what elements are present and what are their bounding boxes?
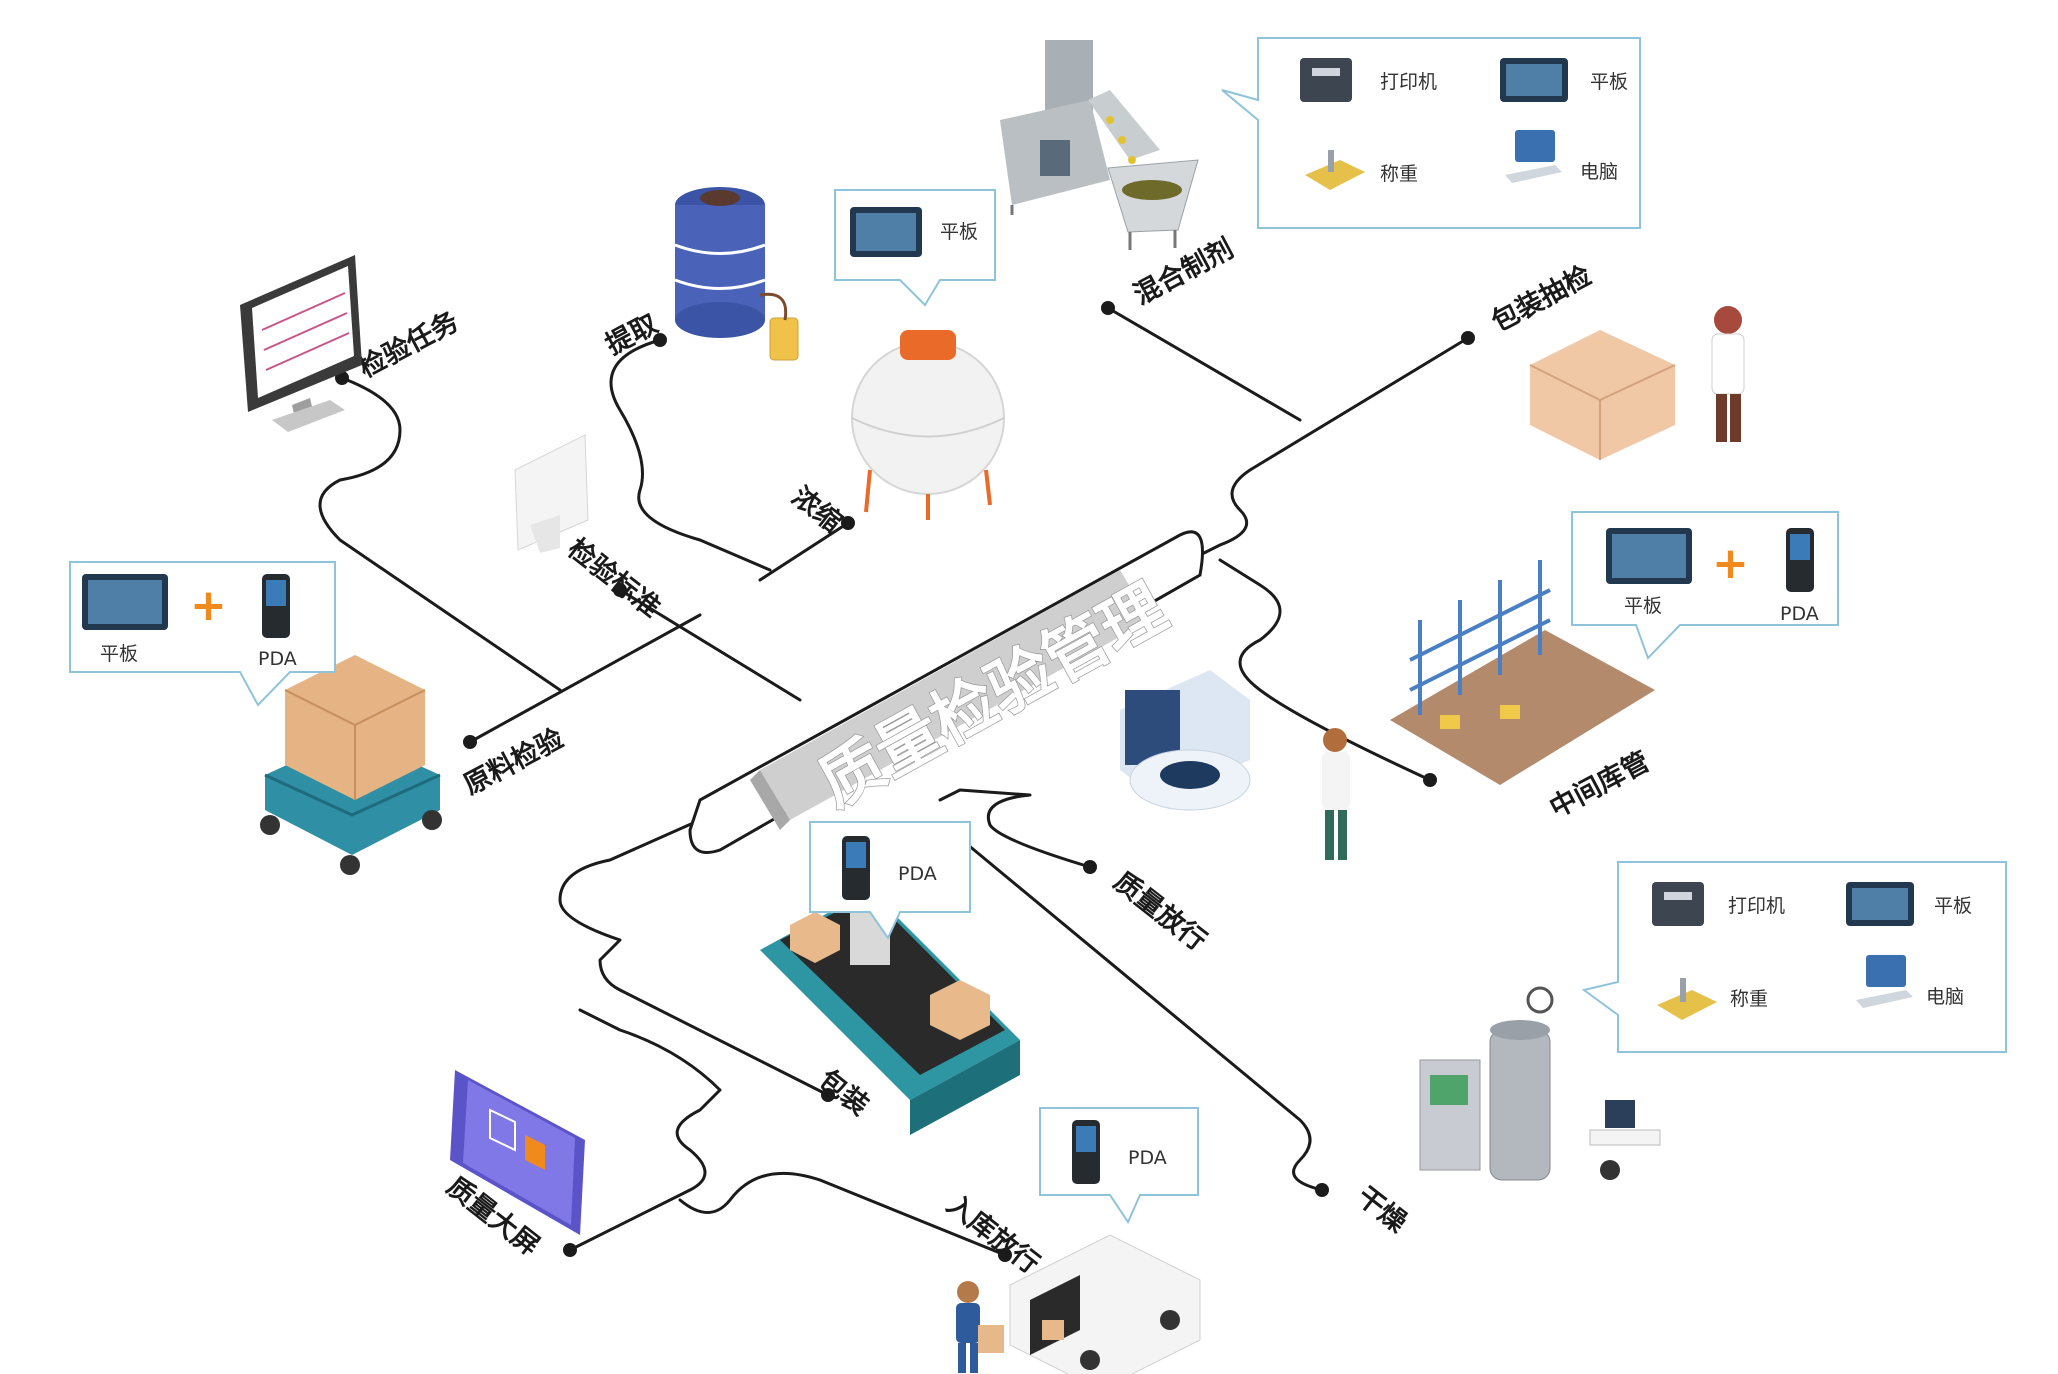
device-bubble-concentration: 平板 <box>834 189 996 307</box>
label-extraction: 提取 <box>601 308 663 361</box>
intermediate-warehouse-illustration <box>1390 560 1655 785</box>
concentration-sphere-illustration <box>851 330 1005 520</box>
center-title: 质量检验管理 <box>807 571 1179 822</box>
device-bubble-intermediate-warehouse: 平板 + PDA <box>1571 511 1839 660</box>
centrifuge-illustration <box>1120 670 1350 860</box>
label-packaging: 包装 <box>813 1063 875 1121</box>
scale-icon <box>1657 990 1717 1020</box>
device-label-tablet: 平板 <box>1624 595 1662 617</box>
device-bubble-mixing: 打印机 平板 称重 电脑 <box>1221 37 1641 229</box>
plus-icon: + <box>190 580 227 631</box>
quality-screen-illustration <box>450 1070 585 1235</box>
label-inspection-standard: 检验标准 <box>562 532 667 624</box>
extraction-tank-illustration <box>674 187 799 361</box>
device-bubble-drying: 打印机 平板 称重 电脑 <box>1581 861 2007 1053</box>
printer-icon <box>1300 58 1352 102</box>
label-drying: 干燥 <box>1351 1181 1413 1239</box>
device-label-tablet: 平板 <box>100 643 138 665</box>
label-intermediate-warehouse: 中间库管 <box>1545 746 1655 824</box>
printer-icon <box>1652 882 1704 926</box>
inspection-standard-monitor-illustration <box>514 434 589 553</box>
dryer-illustration <box>1419 986 1661 1181</box>
device-label-computer: 电脑 <box>1580 161 1618 183</box>
inspection-task-monitor-illustration <box>240 255 362 432</box>
device-label-pda: PDA <box>1780 603 1819 625</box>
scale-icon <box>1305 160 1365 190</box>
label-package-sampling: 包装抽检 <box>1486 259 1596 338</box>
device-bubble-warehouse-release: PDA <box>1039 1107 1199 1225</box>
raw-material-cart-illustration <box>260 655 442 875</box>
device-label-scale: 称重 <box>1730 988 1768 1010</box>
label-raw-material-inspection: 原料检验 <box>458 722 568 801</box>
packaging-conveyor-illustration <box>760 890 1020 1135</box>
device-label-printer: 打印机 <box>1380 71 1437 93</box>
device-label-scale: 称重 <box>1380 163 1418 185</box>
mixing-machine-illustration <box>1000 40 1199 250</box>
connection-lines <box>318 306 1470 1257</box>
device-label-pda: PDA <box>1128 1147 1167 1169</box>
label-quality-release: 质量放行 <box>1108 865 1213 957</box>
device-label-pda: PDA <box>898 863 937 885</box>
device-label-computer: 电脑 <box>1926 986 1964 1008</box>
device-label-tablet: 平板 <box>940 221 978 243</box>
device-bubble-raw-material: 平板 + PDA <box>69 561 336 707</box>
computer-icon <box>1515 130 1555 162</box>
computer-icon <box>1866 955 1906 987</box>
device-label-tablet: 平板 <box>1934 895 1972 917</box>
device-label-printer: 打印机 <box>1728 895 1785 917</box>
package-sampling-illustration <box>1529 306 1745 460</box>
label-mixing: 混合制剂 <box>1128 232 1238 311</box>
device-label-pda: PDA <box>258 648 297 670</box>
plus-icon: + <box>1712 538 1749 589</box>
device-bubble-packaging: PDA <box>809 821 971 941</box>
label-inspection-task: 检验任务 <box>353 305 463 384</box>
device-label-tablet: 平板 <box>1590 71 1628 93</box>
warehouse-release-van-illustration <box>956 1234 1201 1374</box>
